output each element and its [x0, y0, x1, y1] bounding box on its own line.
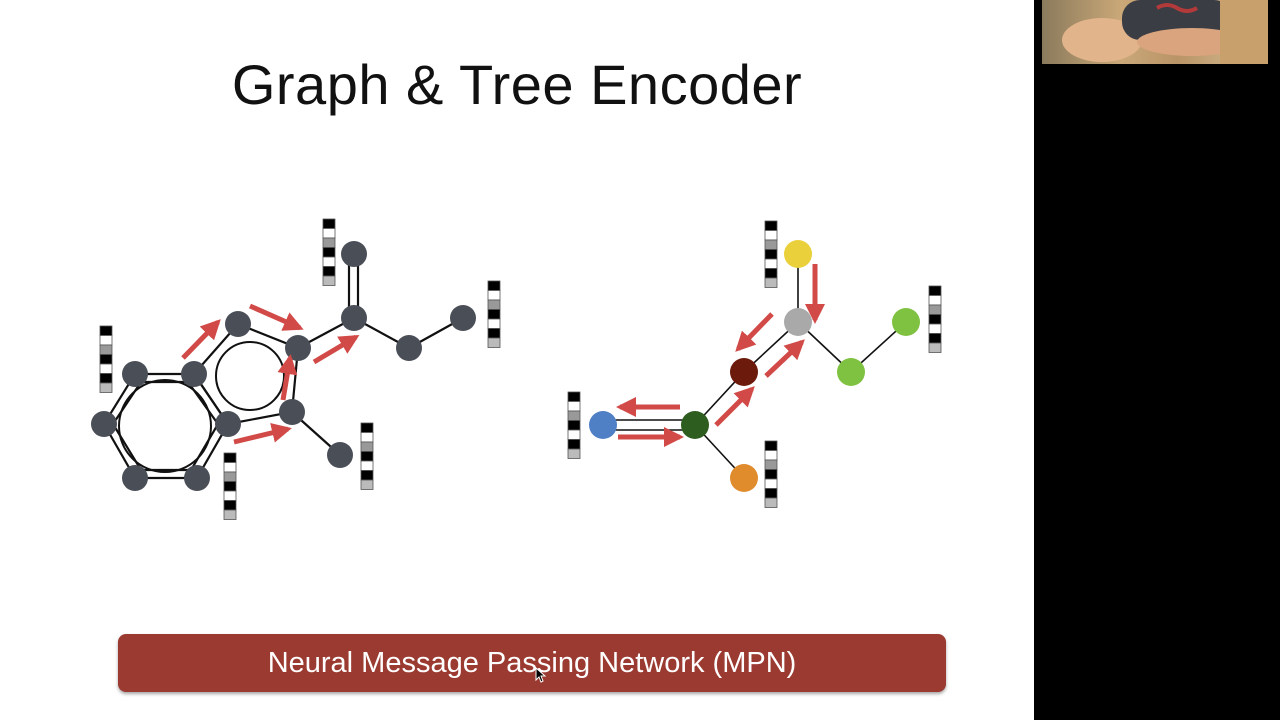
feature-vector-bar [928, 285, 942, 353]
atom-node [215, 411, 241, 437]
tree-node-orange [730, 464, 758, 492]
atom-node [225, 311, 251, 337]
atom-node [122, 465, 148, 491]
message-arrow [277, 354, 298, 401]
tree-node-green [837, 358, 865, 386]
mpn-banner: Neural Message Passing Network (MPN) [118, 634, 946, 692]
atom-node [327, 442, 353, 468]
atom-node [91, 411, 117, 437]
presenter-video-icon [1062, 0, 1268, 64]
banner-label: Neural Message Passing Network (MPN) [267, 646, 797, 679]
atom-node [184, 465, 210, 491]
slide: Graph & Tree Encoder [0, 0, 1034, 720]
message-arrow [714, 386, 755, 427]
atom-node [341, 305, 367, 331]
feature-vector-bar [567, 391, 581, 459]
tree-node-darkred [730, 358, 758, 386]
feature-vector-bar [223, 452, 237, 520]
feature-vectors [99, 218, 942, 520]
feature-vector-bar [764, 440, 778, 508]
tree-node-gray [784, 308, 812, 336]
atom-node [279, 399, 305, 425]
message-arrow [735, 312, 774, 352]
feature-vector-bar [764, 220, 778, 288]
feature-vector-bar [360, 422, 374, 490]
atom-node [396, 335, 422, 361]
atom-node [341, 241, 367, 267]
feature-vector-bar [322, 218, 336, 286]
message-arrow [764, 339, 805, 378]
tree-node-green [892, 308, 920, 336]
graph-tree-diagram [91, 218, 942, 520]
webcam-video [1042, 0, 1268, 64]
molecule-graph [91, 241, 476, 491]
tree-node-blue [589, 411, 617, 439]
tree-node-darkgreen [681, 411, 709, 439]
atom-node [181, 361, 207, 387]
atom-node [122, 361, 148, 387]
message-arrow [233, 423, 292, 445]
feature-vector-bar [487, 280, 501, 348]
feature-vector-bar [99, 325, 113, 393]
slide-title: Graph & Tree Encoder [231, 53, 803, 116]
mouse-cursor-icon [535, 667, 547, 683]
message-arrow [312, 334, 360, 365]
right-black-panel [1034, 0, 1280, 720]
atom-node [450, 305, 476, 331]
message-arrow [181, 319, 221, 360]
atom-node [285, 335, 311, 361]
tree-node-yellow [784, 240, 812, 268]
message-arrow [248, 303, 304, 331]
junction-tree [589, 240, 920, 492]
